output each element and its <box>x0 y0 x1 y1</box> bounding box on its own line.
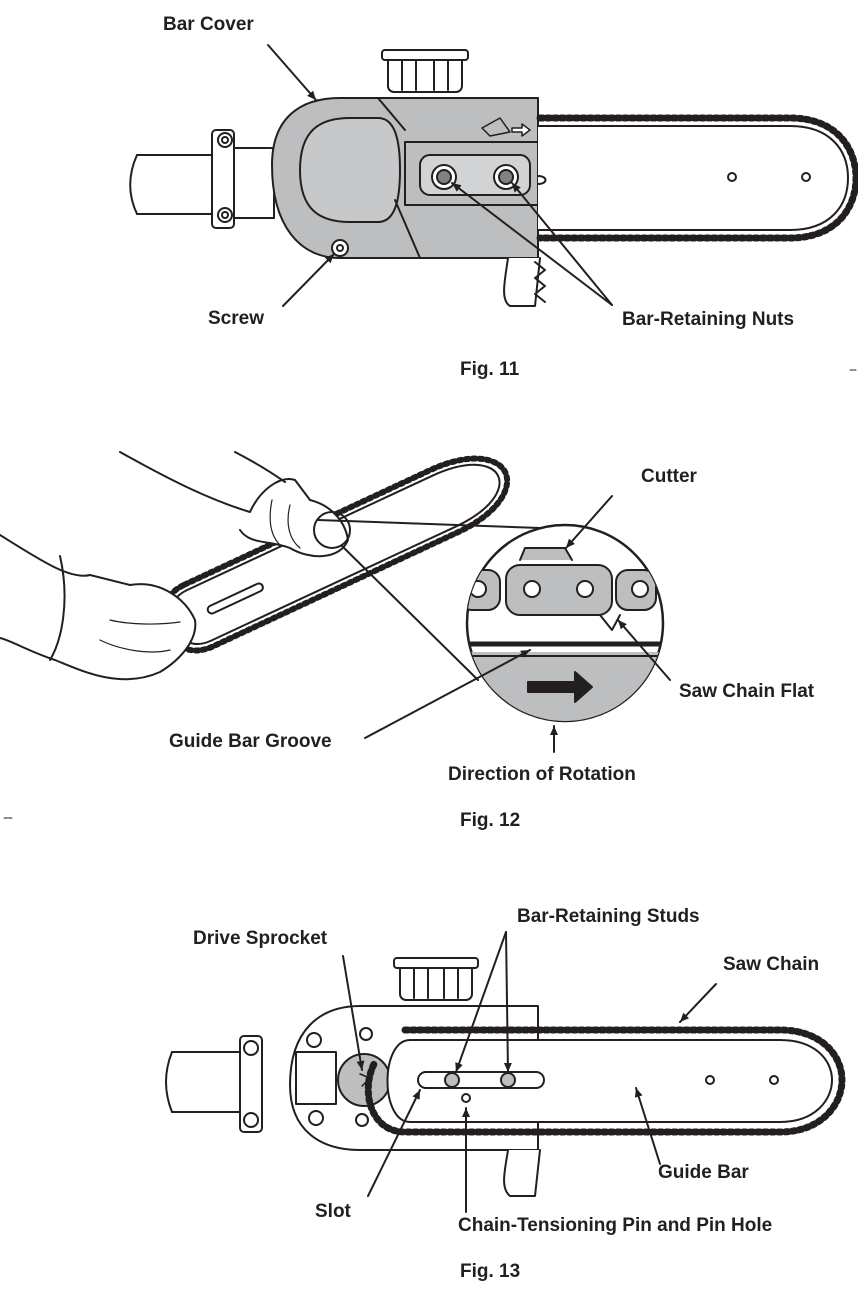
caption-fig13: Fig. 13 <box>460 1261 521 1282</box>
label-saw-chain: Saw Chain <box>723 954 820 975</box>
label-bar-retaining-nuts: Bar-Retaining Nuts <box>622 309 795 330</box>
label-saw-chain-flat: Saw Chain Flat <box>679 681 815 702</box>
caption-fig12: Fig. 12 <box>460 810 521 831</box>
label-drive-sprocket: Drive Sprocket <box>193 928 328 949</box>
label-direction-of-rotation: Direction of Rotation <box>448 764 636 785</box>
fig12-drawing <box>0 451 671 753</box>
label-slot: Slot <box>315 1201 351 1222</box>
label-screw: Screw <box>208 308 264 329</box>
caption-fig11: Fig. 11 <box>460 359 520 380</box>
label-cutter: Cutter <box>641 466 697 487</box>
label-guide-bar: Guide Bar <box>658 1162 749 1183</box>
label-chain-tensioning-pin: Chain-Tensioning Pin and Pin Hole <box>458 1215 773 1236</box>
label-guide-bar-groove: Guide Bar Groove <box>169 731 332 752</box>
label-bar-cover: Bar Cover <box>163 14 254 35</box>
fig13-drawing <box>165 931 846 1213</box>
fig11-drawing <box>129 44 858 307</box>
label-bar-retaining-studs: Bar-Retaining Studs <box>517 906 700 927</box>
